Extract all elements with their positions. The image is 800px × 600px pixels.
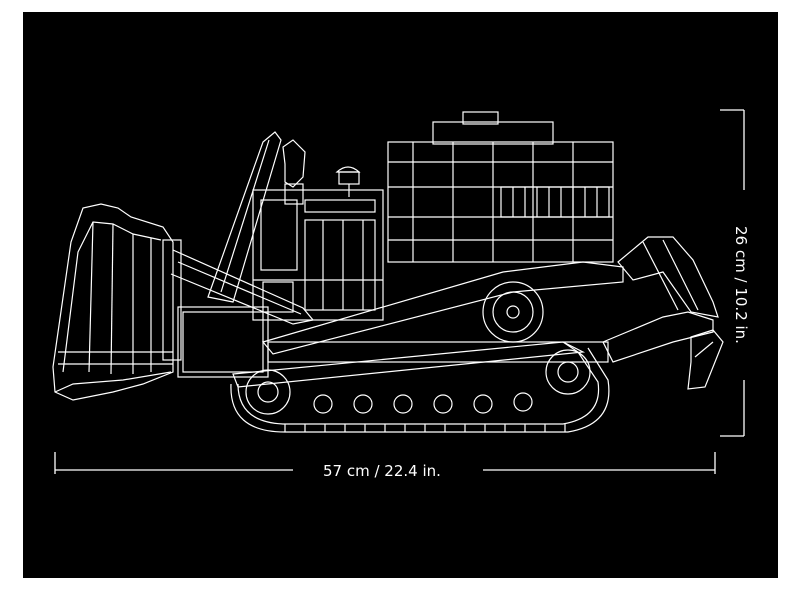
diagram-panel: 57 cm / 22.4 in. 26 cm / 10.2 in. <box>23 12 778 578</box>
height-dimension-line <box>720 109 745 437</box>
width-dimension-label: 57 cm / 22.4 in. <box>323 462 441 480</box>
engine-body <box>252 189 384 321</box>
bulldozer-line-drawing <box>52 109 745 474</box>
air-cleaner <box>335 166 361 197</box>
blade-lift-arm <box>170 131 315 325</box>
width-dimension-line <box>54 452 716 474</box>
operator-cab <box>387 111 614 263</box>
track <box>230 341 610 433</box>
height-dimension-label: 26 cm / 10.2 in. <box>732 226 750 344</box>
blade <box>52 203 182 401</box>
exhaust-stack <box>282 139 306 205</box>
ripper <box>602 236 724 390</box>
drive-sprocket <box>482 281 544 343</box>
track-frame <box>177 261 624 388</box>
